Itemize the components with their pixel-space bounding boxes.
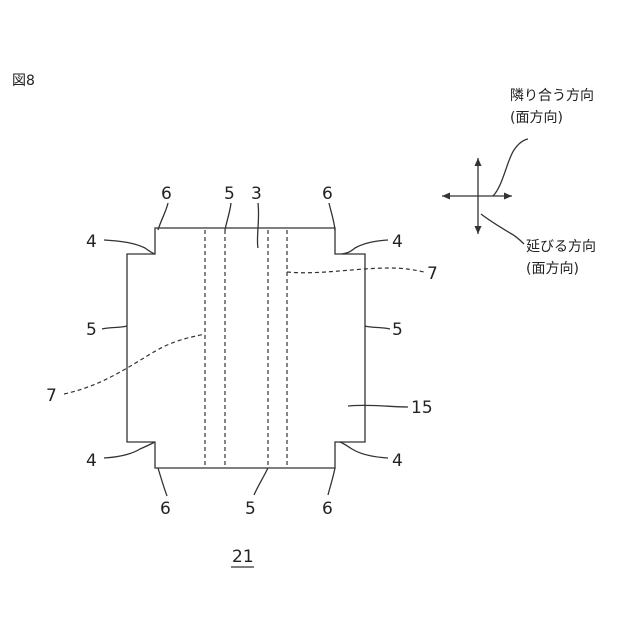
part-label-6-bottom-right: 6: [322, 499, 333, 519]
leader-adjacent: [493, 139, 528, 196]
part-label-5-left: 5: [86, 320, 97, 340]
leader-extend: [481, 214, 524, 244]
label-adjacent: 隣り合う方向: [510, 88, 594, 104]
part-leaders: [64, 203, 424, 496]
part-label-15-right: 15: [411, 398, 433, 418]
part-label-7-right: 7: [427, 264, 438, 284]
part-label-4-right-bottom: 4: [392, 451, 403, 471]
part-label-7-left: 7: [46, 386, 57, 406]
part-label-5-top: 5: [224, 184, 235, 204]
direction-arrows: [442, 158, 512, 234]
label-adjacent-sub: (面方向): [510, 110, 563, 126]
part-label-6-bottom-left: 6: [160, 499, 171, 519]
figure-label: 図8: [12, 73, 35, 89]
label-extend-sub: (面方向): [526, 261, 579, 277]
part-label-6-top-right: 6: [322, 184, 333, 204]
part-label-5-right: 5: [392, 320, 403, 340]
reference-number: 21: [232, 547, 254, 567]
body-outline: [127, 228, 365, 468]
part-label-4-left-top: 4: [86, 232, 97, 252]
part-label-5-bottom: 5: [245, 499, 256, 519]
label-extend: 延びる方向: [526, 239, 596, 255]
part-label-4-left-bottom: 4: [86, 451, 97, 471]
part-label-4-right-top: 4: [392, 232, 403, 252]
part-label-6-top-left: 6: [161, 184, 172, 204]
part-label-3-top: 3: [251, 184, 262, 204]
